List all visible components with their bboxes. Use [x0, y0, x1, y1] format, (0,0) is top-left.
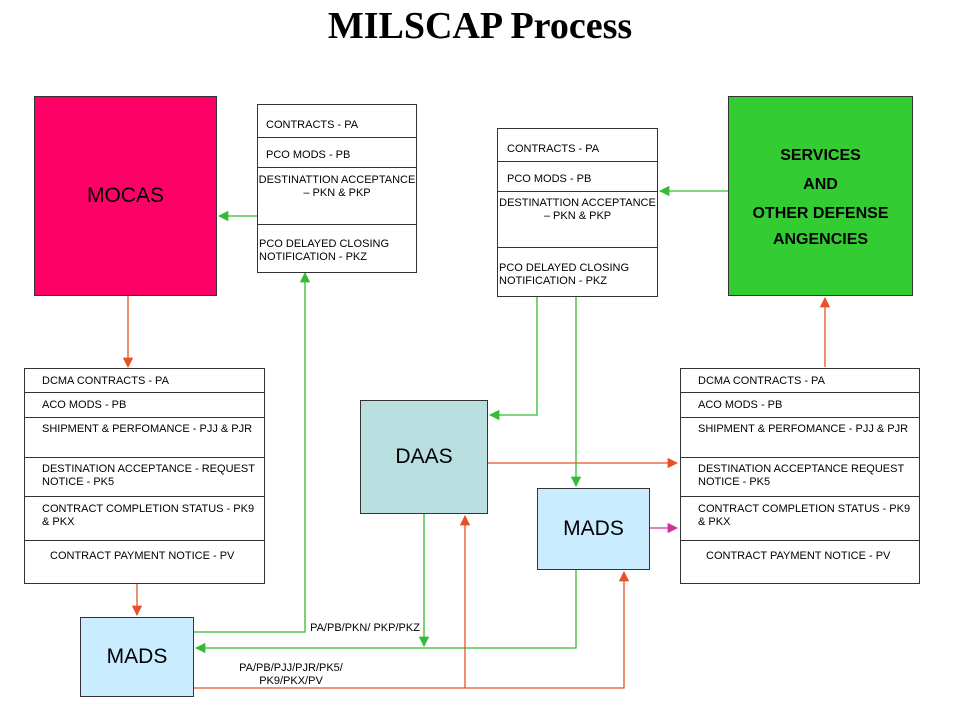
delayed-line1: PCO DELAYED CLOSING: [499, 262, 629, 274]
mads-left-label: MADS: [106, 645, 168, 668]
top-stack-right: CONTRACTS - PA PCO MODS - PB DESTINATTIO…: [497, 128, 658, 297]
services-label-line1: SERVICES: [780, 146, 861, 164]
destination-line2: ACCEPTANCE –: [543, 197, 656, 222]
red-flow-line2: PK9/PKX/PV: [259, 675, 323, 687]
stack-cell: DCMA CONTRACTS - PA: [681, 369, 919, 393]
pco-mods-pb: PCO MODS - PB: [266, 149, 351, 161]
delayed-line2: NOTIFICATION - PKZ: [499, 275, 607, 287]
pco-mods-pb: PCO MODS - PB: [507, 173, 592, 185]
stack-cell: DESTINATTION ACCEPTANCE – PKN & PKP: [498, 192, 657, 248]
mads-left-node: MADS: [80, 617, 194, 697]
destination-line1: DESTINATION ACCEPTANCE -: [42, 463, 199, 475]
arrow-mads-right-to-mads-left: [194, 570, 577, 654]
stack-cell: SHIPMENT & PERFOMANCE - PJJ & PJR: [25, 418, 264, 458]
delayed-line1: PCO DELAYED CLOSING: [259, 238, 389, 250]
stack-cell: DCMA CONTRACTS - PA: [25, 369, 264, 393]
services-label-line3: OTHER DEFENSE: [752, 204, 889, 222]
shipment-line2: PJJ & PJR: [199, 423, 253, 435]
completion-line1: CONTRACT COMPLETION STATUS -: [698, 503, 887, 515]
mads-right-node: MADS: [537, 488, 650, 570]
stack-cell: DESTINATION ACCEPTANCE REQUEST NOTICE - …: [681, 458, 919, 497]
shipment-line2: PJJ & PJR: [855, 423, 909, 435]
bottom-stack-left: DCMA CONTRACTS - PA ACO MODS - PB SHIPME…: [24, 368, 265, 584]
destination-line1: DESTINATTION: [258, 174, 339, 186]
mocas-label: MOCAS: [86, 184, 164, 207]
services-label-line4: ANGENCIES: [772, 230, 869, 248]
bottom-stack-right: DCMA CONTRACTS - PA ACO MODS - PB SHIPME…: [680, 368, 920, 584]
green-flow-label: PA/PB/PKN/ PKP/PKZ: [310, 622, 420, 635]
daas-label: DAAS: [395, 445, 453, 468]
stack-cell: CONTRACT PAYMENT NOTICE - PV: [25, 541, 264, 585]
mads-right-label: MADS: [563, 517, 624, 540]
dcma-contracts: DCMA CONTRACTS - PA: [698, 375, 825, 387]
stack-cell: CONTRACT PAYMENT NOTICE - PV: [681, 541, 919, 585]
services-node: SERVICES AND OTHER DEFENSE ANGENCIES: [728, 96, 913, 296]
arrow-mads-to-pco-left: [194, 271, 311, 633]
green-flow-line2: PKP/PKZ: [373, 622, 420, 634]
destination-line2: REQUEST NOTICE - PK5: [698, 463, 904, 488]
completion-line1: CONTRACT COMPLETION STATUS -: [42, 503, 231, 515]
arrow-pco-to-daas: [488, 296, 538, 421]
stack-cell: SHIPMENT & PERFOMANCE - PJJ & PJR: [681, 418, 919, 458]
shipment-line1: SHIPMENT & PERFOMANCE -: [698, 423, 853, 435]
stack-cell: CONTRACT COMPLETION STATUS - PK9 & PKX: [681, 497, 919, 541]
aco-mods: ACO MODS - PB: [42, 399, 127, 411]
contracts-pa: CONTRACTS - PA: [266, 119, 359, 131]
stack-cell: DESTINATION ACCEPTANCE - REQUEST NOTICE …: [25, 458, 264, 497]
destination-line1: DESTINATTION: [499, 197, 580, 209]
stack-cell: DESTINATTION ACCEPTANCE – PKN & PKP: [258, 168, 416, 225]
page-title: MILSCAP Process: [327, 5, 633, 47]
top-stack-left: CONTRACTS - PA PCO MODS - PB DESTINATTIO…: [257, 104, 417, 273]
destination-line2: REQUEST NOTICE - PK5: [42, 463, 255, 488]
stack-cell: ACO MODS - PB: [25, 393, 264, 418]
stack-cell: PCO DELAYED CLOSING NOTIFICATION - PKZ: [498, 248, 657, 298]
payment-line1: CONTRACT PAYMENT NOTICE -: [706, 550, 873, 562]
contracts-pa: CONTRACTS - PA: [507, 143, 600, 155]
stack-cell: CONTRACTS - PA: [498, 129, 657, 162]
completion-line2: PK9 & PKX: [42, 503, 255, 528]
dcma-contracts: DCMA CONTRACTS - PA: [42, 375, 169, 387]
delayed-line2: NOTIFICATION - PKZ: [259, 251, 367, 263]
daas-node: DAAS: [360, 400, 488, 514]
shipment-line1: SHIPMENT & PERFOMANCE -: [42, 423, 197, 435]
stack-cell: PCO DELAYED CLOSING NOTIFICATION - PKZ: [258, 225, 416, 274]
payment-line2: PV: [219, 550, 235, 562]
destination-line3: PKN & PKP: [553, 210, 612, 222]
red-flow-label: PA/PB/PJJ/PJR/PK5/ PK9/PKX/PV: [226, 662, 356, 688]
destination-line2: ACCEPTANCE –: [303, 174, 416, 199]
green-flow-line1: PA/PB/PKN/: [310, 622, 371, 634]
stack-cell: PCO MODS - PB: [258, 138, 416, 168]
services-label-line2: AND: [803, 175, 838, 193]
destination-line3: PKN & PKP: [312, 187, 371, 199]
payment-line2: PV: [875, 550, 891, 562]
aco-mods: ACO MODS - PB: [698, 399, 783, 411]
stack-cell: ACO MODS - PB: [681, 393, 919, 418]
stack-cell: CONTRACT COMPLETION STATUS - PK9 & PKX: [25, 497, 264, 541]
completion-line2: PK9 & PKX: [698, 503, 911, 528]
stack-cell: CONTRACTS - PA: [258, 105, 416, 138]
destination-line1: DESTINATION ACCEPTANCE: [698, 463, 848, 475]
mocas-node: MOCAS: [34, 96, 217, 296]
red-flow-line1: PA/PB/PJJ/PJR/PK5/: [239, 662, 343, 674]
arrow-mads-bottom-flow: [194, 570, 630, 689]
stack-cell: PCO MODS - PB: [498, 162, 657, 192]
payment-line1: CONTRACT PAYMENT NOTICE -: [50, 550, 217, 562]
